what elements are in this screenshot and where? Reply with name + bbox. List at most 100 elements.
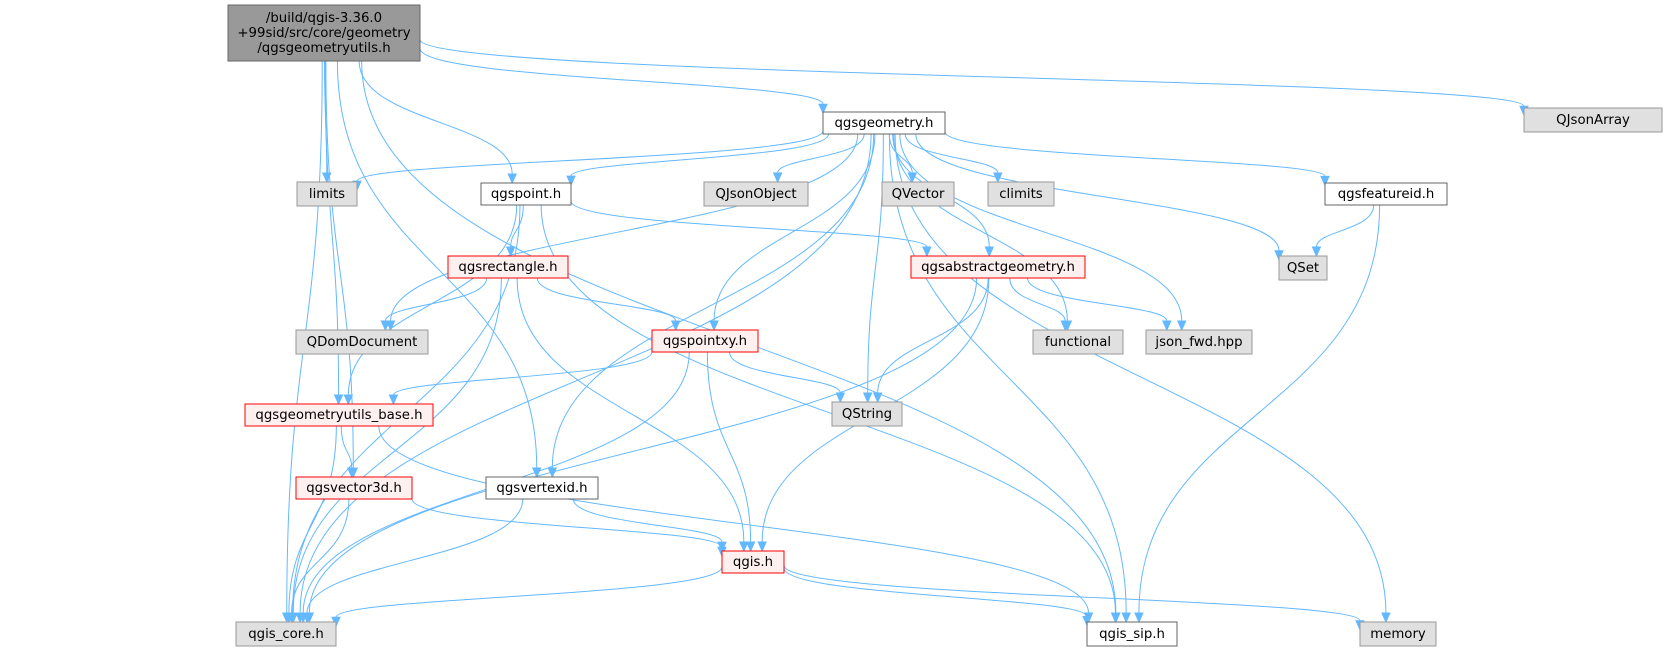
edge-qgsvector3d-to-qgis_core	[291, 498, 350, 614]
node-label-limits: limits	[309, 187, 345, 202]
node-box-qgis_sip	[1086, 621, 1178, 647]
node-climits: climits	[987, 181, 1055, 207]
edge-qgis-to-qgis_core	[335, 566, 723, 618]
node-qgsrectangle[interactable]: qgsrectangle.h	[447, 255, 569, 279]
node-qgsgeometryutils_base[interactable]: qgsgeometryutils_base.h	[244, 403, 434, 427]
edge-qgsvertexid-to-qgis_core	[306, 498, 524, 614]
edge-qgsgeometry-to-qgsfeatureid	[944, 131, 1326, 177]
arrowhead-qgspoint-to-qgsabstractgeometry	[922, 246, 932, 258]
arrowhead-qgsgeometry-to-qgis_sip	[1121, 612, 1131, 624]
node-box-qgsrectangle	[447, 255, 569, 279]
node-box-qgis	[721, 550, 785, 574]
node-label-root: /build/qgis-3.36.0	[266, 11, 382, 26]
edge-root-to-qgsvector3d	[325, 60, 354, 469]
edge-root-to-QJsonArray	[419, 39, 1525, 107]
node-qgspointxy[interactable]: qgspointxy.h	[651, 329, 759, 353]
node-qgsabstractgeometry[interactable]: qgsabstractgeometry.h	[910, 255, 1086, 279]
edge-qgsgeometry-to-memory	[894, 133, 1387, 614]
edge-qgsgeometry-to-QVector	[888, 133, 913, 174]
edge-qgspoint-to-qgsabstractgeometry	[570, 200, 928, 248]
node-label-climits: climits	[999, 187, 1043, 202]
node-label-qgsvertexid: qgsvertexid.h	[496, 481, 587, 496]
arrowhead-qgsgeometry-to-QString	[862, 392, 873, 404]
arrowhead-qgsgeometry-to-QJsonObject	[772, 172, 783, 184]
edge-root-to-qgsvertexid	[336, 60, 538, 469]
node-qgsgeometry[interactable]: qgsgeometry.h	[822, 111, 946, 135]
node-label-QJsonObject: QJsonObject	[715, 187, 796, 202]
node-label-qgspointxy: qgspointxy.h	[663, 334, 747, 349]
edge-qgsgeometry-to-climits	[904, 133, 999, 174]
arrowhead-qgsgeometry-to-memory	[1381, 612, 1391, 624]
node-QDomDocument: QDomDocument	[295, 329, 429, 355]
node-qgsvertexid[interactable]: qgsvertexid.h	[485, 476, 599, 500]
edge-root-to-qgspoint	[358, 60, 513, 175]
edge-qgsvector3d-to-qgis	[411, 498, 723, 548]
arrowhead-qgspoint-to-qgis_sip	[1110, 612, 1121, 624]
node-box-QJsonArray	[1523, 107, 1663, 133]
node-box-qgspoint	[480, 182, 572, 206]
arrowhead-qgsrectangle-to-QDomDocument	[380, 320, 391, 332]
node-label-qgsvector3d: qgsvector3d.h	[306, 481, 402, 496]
node-label-QDomDocument: QDomDocument	[307, 335, 418, 350]
edge-qgsabstractgeometry-to-json_fwd	[1026, 277, 1168, 322]
node-label-functional: functional	[1045, 335, 1111, 350]
node-box-json_fwd	[1145, 329, 1253, 355]
arrowhead-qgsgeometry-to-json_fwd	[1176, 320, 1187, 332]
arrowhead-qgsgeometry-to-qgsfeatureid	[1320, 175, 1330, 187]
node-box-qgsabstractgeometry	[910, 255, 1086, 279]
node-qgis[interactable]: qgis.h	[721, 550, 785, 574]
edge-qgsrectangle-to-qgis_core	[292, 277, 502, 614]
arrowhead-qgspointxy-to-qgsgeometryutils_base	[388, 394, 399, 406]
arrowhead-root-to-qgsgeometryutils_base	[333, 394, 344, 406]
arrowhead-qgsvector3d-to-qgis_core	[286, 612, 297, 624]
node-functional: functional	[1032, 329, 1124, 355]
node-label-json_fwd: json_fwd.hpp	[1154, 335, 1242, 350]
edge-qgspoint-to-qgis_sip	[540, 204, 1116, 614]
edge-qgsgeometryutils_base-to-qgsvector3d	[340, 425, 353, 469]
node-QVector: QVector	[881, 181, 955, 207]
node-qgsfeatureid[interactable]: qgsfeatureid.h	[1324, 182, 1448, 206]
node-QSet: QSet	[1278, 255, 1328, 281]
edge-qgsgeometry-to-QSet	[915, 133, 1280, 251]
edge-qgis-to-qgis_sip	[783, 567, 1088, 617]
edge-qgsgeometry-to-qgis_sip	[888, 133, 1127, 614]
arrowhead-qgspointxy-to-QString	[835, 392, 846, 404]
edge-qgsfeatureid-to-qgis_sip	[1138, 204, 1381, 614]
arrowhead-qgsabstractgeometry-to-qgis	[757, 541, 767, 553]
arrowhead-qgsrectangle-to-qgspointxy	[670, 320, 681, 332]
node-QJsonObject: QJsonObject	[703, 181, 809, 207]
edges-layer	[281, 39, 1529, 631]
edge-qgsgeometryutils_base-to-qgis_sip	[378, 425, 1090, 614]
arrowhead-qgsabstractgeometry-to-functional	[1060, 320, 1070, 332]
arrowhead-root-to-qgspoint	[507, 173, 517, 185]
node-qgspoint[interactable]: qgspoint.h	[480, 182, 572, 206]
node-QJsonArray: QJsonArray	[1523, 107, 1663, 133]
node-label-qgsrectangle: qgsrectangle.h	[458, 260, 557, 275]
node-box-QJsonObject	[703, 181, 809, 207]
arrowhead-qgsgeometry-to-QVector	[907, 172, 918, 184]
node-limits: limits	[296, 181, 358, 207]
node-qgis_sip[interactable]: qgis_sip.h	[1086, 621, 1178, 647]
arrowhead-qgsfeatureid-to-qgis_sip	[1134, 612, 1144, 624]
arrowhead-qgsvertexid-to-qgis	[717, 541, 727, 553]
arrowhead-qgsfeatureid-to-QSet	[1311, 246, 1322, 258]
node-qgsvector3d[interactable]: qgsvector3d.h	[295, 476, 413, 500]
edge-qgsabstractgeometry-to-QString	[877, 277, 989, 394]
edge-qgsgeometry-to-qgis_core	[299, 133, 872, 614]
node-root[interactable]: /build/qgis-3.36.0+99sid/src/core/geomet…	[227, 4, 421, 62]
arrowhead-qgis-to-qgis_sip	[1082, 615, 1092, 627]
node-label-memory: memory	[1370, 627, 1426, 642]
node-box-qgsgeometry	[822, 111, 946, 135]
arrowhead-qgspoint-to-qgsgeometryutils_base	[343, 394, 354, 406]
node-label-root: /qgsgeometryutils.h	[257, 41, 390, 56]
node-box-QString	[831, 401, 903, 427]
node-label-root: +99sid/src/core/geometry	[237, 26, 410, 41]
arrowhead-qgspointxy-to-qgis	[745, 541, 756, 553]
node-QString: QString	[831, 401, 903, 427]
node-json_fwd: json_fwd.hpp	[1145, 329, 1253, 355]
arrowhead-qgsrectangle-to-qgis	[739, 541, 749, 553]
edge-qgspointxy-to-QString	[728, 351, 841, 394]
node-box-root	[227, 4, 421, 62]
arrowhead-qgspoint-to-qgsrectangle	[505, 246, 516, 258]
node-box-qgsfeatureid	[1324, 182, 1448, 206]
